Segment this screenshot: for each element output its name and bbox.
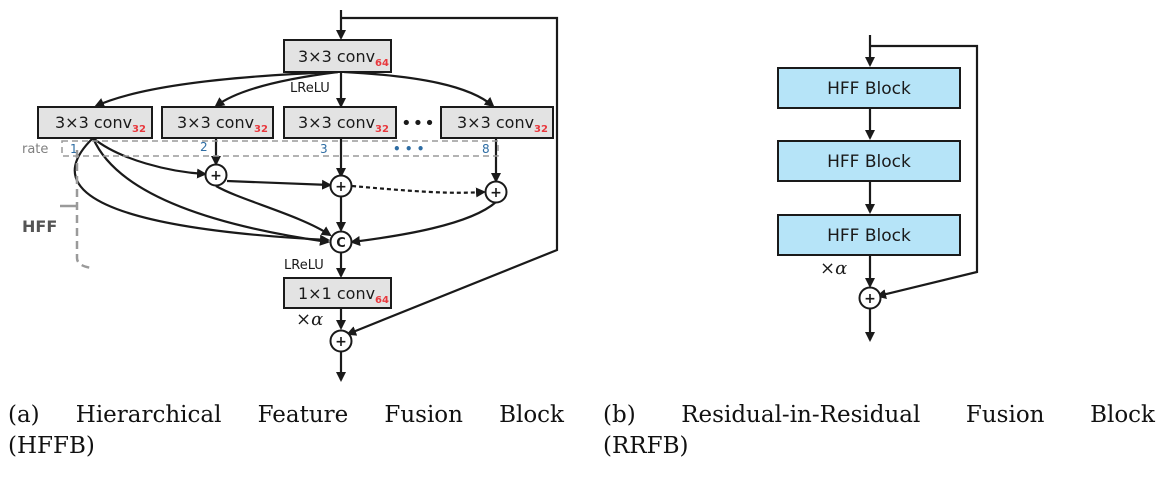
top-conv-box: 3×3 conv64 — [283, 39, 392, 73]
caption-a-word: Hierarchical — [75, 402, 222, 428]
edge-b1-to-concat-b — [73, 137, 330, 245]
rrfb-alpha-label: ×α — [820, 258, 847, 279]
hff-block-3-label: HFF Block — [827, 226, 911, 246]
edge-add2-to-add3-dotted — [351, 184, 486, 198]
caption-b-word: (b) — [603, 402, 636, 428]
hff-block-3: HFF Block — [777, 214, 961, 256]
add-node-1-symbol: + — [210, 168, 222, 184]
rrfb-add-symbol: + — [864, 291, 876, 307]
hffb-alpha-label: ×α — [296, 309, 323, 330]
final-conv-label: 1×1 conv — [298, 284, 375, 303]
caption-b-word: Fusion — [965, 402, 1045, 428]
caption-b-word: Residual-in-Residual — [681, 402, 921, 428]
branch-conv-3-sub: 32 — [375, 124, 389, 135]
edge-add3-to-concat — [350, 201, 497, 246]
residual-add-symbol: + — [335, 334, 347, 350]
hff-block-1-label: HFF Block — [827, 79, 911, 99]
rate-3: 3 — [320, 142, 328, 156]
add-node-3: + — [484, 180, 508, 204]
caption-a-word: Feature — [257, 402, 349, 428]
caption-b: (b) Residual-in-Residual Fusion Block (R… — [603, 400, 1155, 462]
branch-conv-3: 3×3 conv32 — [283, 106, 397, 139]
rate-8: 8 — [482, 142, 490, 156]
branch-conv-2-label: 3×3 conv — [177, 113, 254, 132]
branch-conv-2-sub: 32 — [254, 124, 268, 135]
rrfb-skip-connection — [870, 44, 979, 299]
svg-text:3×3 conv32: 3×3 conv32 — [457, 113, 548, 135]
add-node-2: + — [329, 174, 353, 198]
caption-b-word: Block — [1090, 402, 1155, 428]
rate-1: 1 — [70, 142, 78, 156]
rrfb-add-node: + — [858, 286, 882, 310]
lrelu-top-label: LReLU — [290, 81, 330, 96]
edge-add1-to-add2 — [226, 179, 332, 190]
caption-a-word: (a) — [8, 402, 40, 428]
svg-text:1×1 conv64: 1×1 conv64 — [298, 284, 389, 306]
final-conv-sub: 64 — [375, 295, 389, 306]
edge-top-to-b1 — [94, 70, 339, 108]
edge-b1-to-concat-a — [91, 137, 330, 246]
residual-add-node: + — [329, 329, 353, 353]
rate-ellipsis: • • • — [393, 142, 424, 156]
svg-text:3×3 conv64: 3×3 conv64 — [298, 47, 389, 69]
hff-bracket: HFF — [22, 150, 93, 270]
hff-block-2-label: HFF Block — [827, 152, 911, 172]
add-node-2-symbol: + — [335, 179, 347, 195]
edge-top-to-b4 — [343, 70, 495, 108]
hff-block-2: HFF Block — [777, 140, 961, 182]
rate-label: rate — [22, 142, 48, 157]
skip-connection — [341, 16, 559, 336]
branch-conv-4-sub: 32 — [534, 124, 548, 135]
rate-2: 2 — [200, 140, 208, 154]
concat-node: C — [329, 230, 353, 254]
concat-symbol: C — [336, 236, 346, 251]
rrfb-diagram — [865, 35, 979, 342]
branch-ellipsis: ••• — [401, 113, 436, 134]
caption-a-line1: (a) Hierarchical Feature Fusion Block — [8, 400, 564, 431]
branch-conv-4: 3×3 conv32 — [440, 106, 554, 139]
add-node-3-symbol: + — [490, 185, 502, 201]
caption-b-line2: (RRFB) — [603, 433, 689, 459]
branch-conv-1-sub: 32 — [132, 124, 146, 135]
caption-a-word: Block — [499, 402, 564, 428]
rate-band: rate 1 2 3 • • • 8 — [22, 140, 499, 157]
svg-text:3×3 conv32: 3×3 conv32 — [298, 113, 389, 135]
top-conv-label: 3×3 conv — [298, 47, 375, 66]
edge-b1-to-add1 — [92, 137, 207, 179]
branch-conv-3-label: 3×3 conv — [298, 113, 375, 132]
svg-text:3×3 conv32: 3×3 conv32 — [55, 113, 146, 135]
branch-conv-1-label: 3×3 conv — [55, 113, 132, 132]
hffb-diagram — [73, 10, 559, 382]
caption-b-line1: (b) Residual-in-Residual Fusion Block — [603, 400, 1155, 431]
caption-a-word: Fusion — [384, 402, 463, 428]
svg-text:3×3 conv32: 3×3 conv32 — [177, 113, 268, 135]
add-node-1: + — [204, 163, 228, 187]
branch-conv-1: 3×3 conv32 — [37, 106, 153, 139]
branch-conv-4-label: 3×3 conv — [457, 113, 534, 132]
hff-label: HFF — [22, 217, 57, 236]
branch-conv-2: 3×3 conv32 — [161, 106, 274, 139]
hff-block-1: HFF Block — [777, 67, 961, 109]
top-conv-sub: 64 — [375, 58, 389, 69]
lrelu-bottom-label: LReLU — [284, 258, 324, 273]
edge-top-to-b2 — [214, 70, 339, 108]
caption-a-line2: (HFFB) — [8, 433, 95, 459]
edge-add1-to-concat — [215, 185, 332, 237]
caption-a: (a) Hierarchical Feature Fusion Block (H… — [8, 400, 564, 462]
final-conv-box: 1×1 conv64 — [283, 277, 392, 309]
